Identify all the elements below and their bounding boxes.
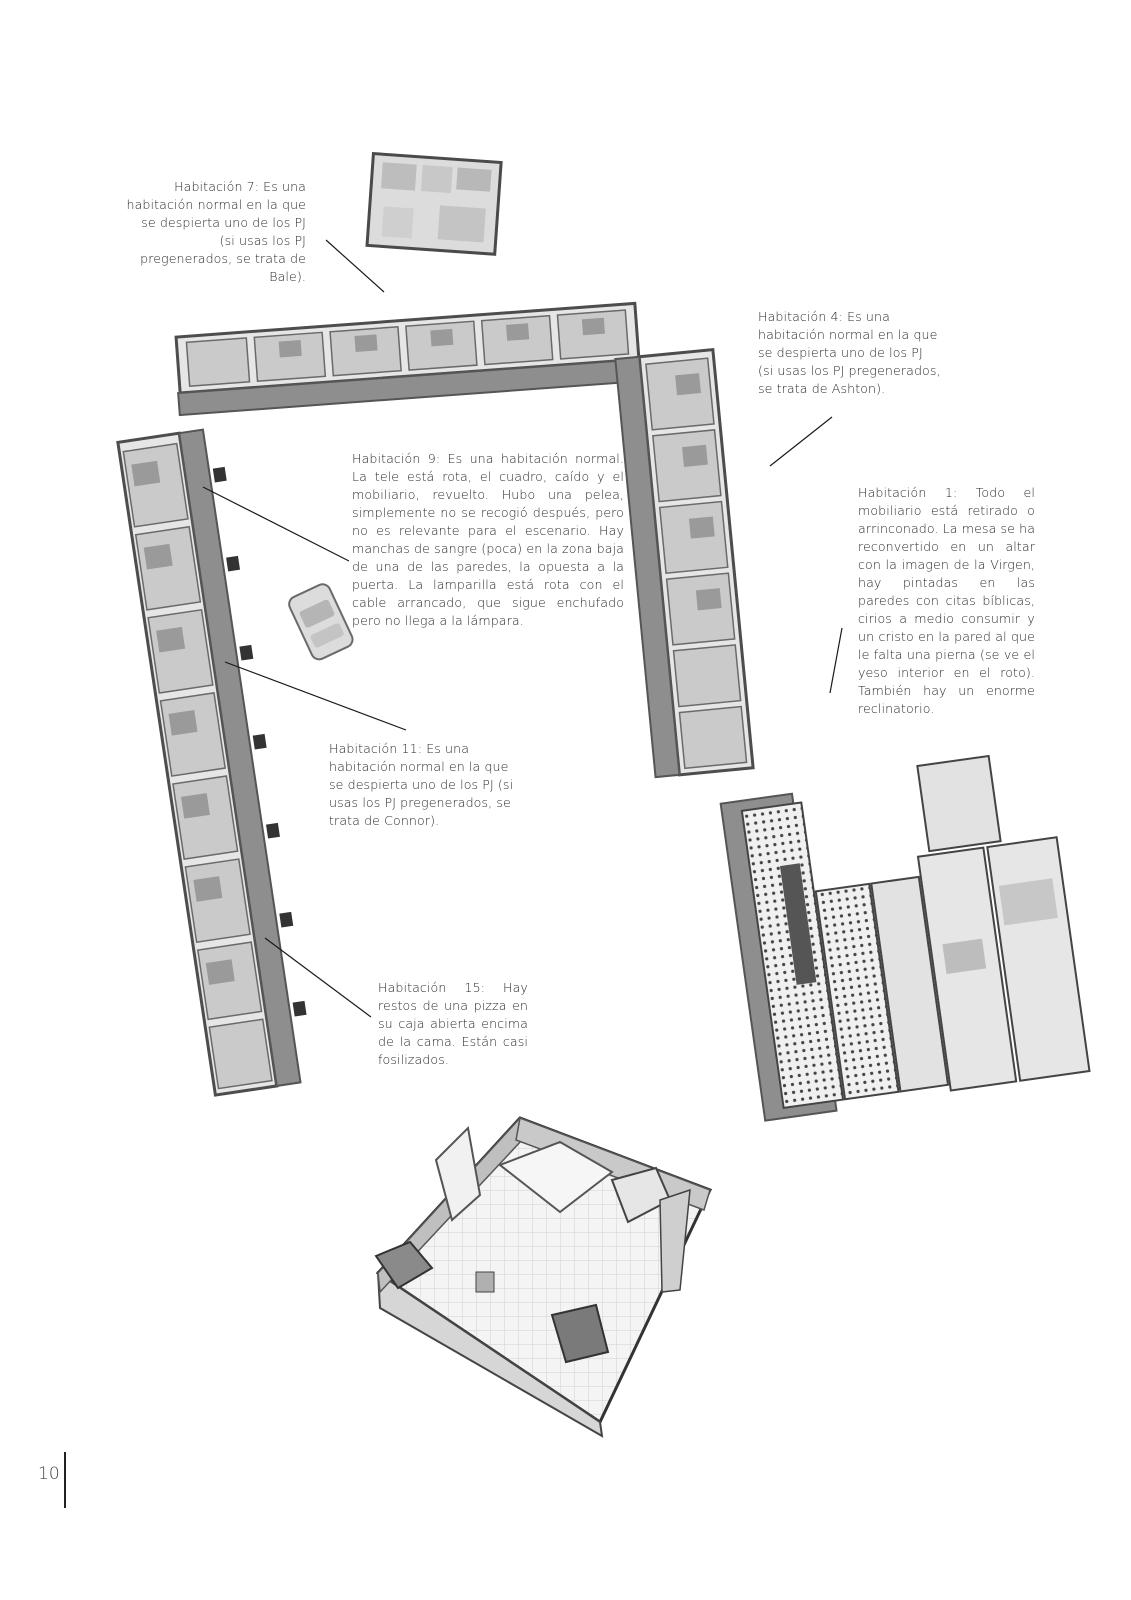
lower-right-complex bbox=[719, 754, 1091, 1122]
note-room9: Habitación 9: Es una habitación normal. … bbox=[352, 451, 624, 628]
leader-room9 bbox=[202, 486, 350, 562]
leader-room4 bbox=[769, 416, 833, 467]
note-room4: Habitación 4: Es una habitación normal e… bbox=[758, 309, 941, 396]
leader-lines bbox=[202, 239, 843, 1018]
right-wing bbox=[614, 348, 755, 779]
note-room11: Habitación 11: Es una habitación normal … bbox=[329, 741, 514, 828]
top-outbuilding bbox=[365, 151, 503, 256]
leader-room15 bbox=[264, 937, 372, 1018]
leader-room1 bbox=[829, 627, 843, 694]
top-wing bbox=[174, 301, 644, 417]
leader-room11 bbox=[224, 661, 407, 731]
car bbox=[288, 583, 354, 661]
note-room7: Habitación 7: Es una habitación normal e… bbox=[126, 179, 306, 284]
note-room1: Habitación 1: Todo el mobiliario está re… bbox=[858, 485, 1036, 716]
room-render bbox=[374, 1116, 713, 1438]
note-room15: Habitación 15: Hay restos de una pizza e… bbox=[378, 980, 528, 1067]
leader-room7 bbox=[325, 239, 385, 293]
page-number-rule bbox=[64, 1452, 66, 1508]
left-wing bbox=[116, 428, 307, 1097]
page-number: 10 bbox=[38, 1464, 60, 1484]
